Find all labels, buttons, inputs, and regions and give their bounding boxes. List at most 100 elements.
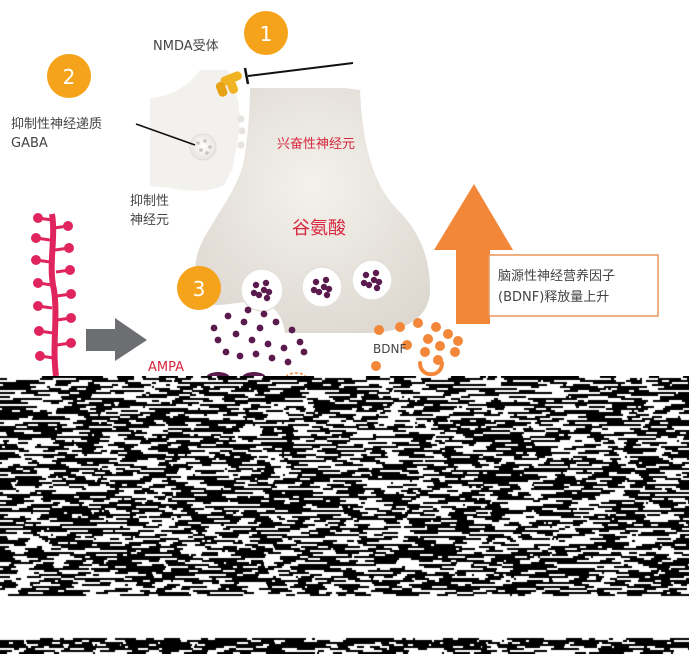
glutamate-label: 谷氨酸 [292, 218, 346, 239]
svg-text:1: 1 [260, 22, 273, 46]
bdnf-label: BDNF [373, 342, 406, 356]
glutamate-molecule [272, 318, 280, 326]
dendrite [31, 213, 76, 377]
bdnf-molecule [371, 361, 381, 371]
glutamate-molecule [280, 344, 288, 352]
nmda-receptor-icon [215, 71, 242, 97]
gaba-molecule [203, 139, 207, 143]
nmda-inhibition-bar [243, 67, 250, 85]
bdnf-up-arrow-icon [434, 184, 513, 324]
bdnf-molecule [450, 347, 460, 357]
gaba-vesicle [189, 133, 217, 161]
glutamate-molecule [284, 358, 292, 366]
nmda-receptor-label: NMDA受体 [153, 39, 219, 54]
noise-canvas [0, 376, 689, 654]
glutamate-molecule [300, 348, 308, 356]
glutamate-molecule [373, 284, 381, 292]
dendrite-spine-head [33, 301, 43, 311]
glutamate-molecule [323, 291, 331, 299]
glutamate-molecule [263, 294, 271, 302]
dendrite-spine-head [34, 326, 44, 336]
bdnf-molecule [413, 318, 423, 328]
glutamate-molecule [370, 276, 378, 284]
inhibitory-transmitter-label: 抑制性神经递质 [11, 117, 102, 132]
dendrite-spine-head [31, 255, 41, 265]
glutamate-molecule [362, 271, 370, 279]
dendrite-spine-head [66, 338, 76, 348]
released-glutamate [210, 306, 308, 366]
bdnf-molecule [431, 322, 441, 332]
bdnf-molecule [423, 334, 433, 344]
bdnf-callout-box [488, 254, 659, 317]
inhibitory-neuron-label: 抑制性 [130, 194, 169, 209]
glutamate-molecule [252, 281, 260, 289]
dendrite-spine-head [63, 221, 73, 231]
glutamate-molecule [248, 336, 256, 344]
glutamate-molecule [252, 350, 260, 358]
gaba-vesicle-dot [238, 127, 246, 135]
bdnf-molecule [453, 336, 463, 346]
dendrite-spine-head [64, 243, 74, 253]
glutamate-molecule [236, 352, 244, 360]
glutamate-molecule [265, 288, 273, 296]
bdnf-molecule [374, 325, 384, 335]
bdnf-box-line2: (BDNF)释放量上升 [498, 290, 609, 305]
nmda-inhibition-line [247, 62, 354, 77]
glutamate-molecule [325, 285, 333, 293]
dendrite-spine-head [35, 351, 45, 361]
glutamate-molecule [262, 279, 270, 287]
glutamate-molecule [260, 310, 268, 318]
gaba-molecule [208, 145, 212, 149]
dendrite-spine-head [66, 289, 76, 299]
glutamate-molecule [240, 318, 248, 326]
glutamate-molecule [224, 312, 232, 320]
svg-text:2: 2 [63, 65, 76, 89]
gaba-pointer-line [135, 123, 196, 146]
glutamate-molecule [255, 291, 263, 299]
dendrite-spine-head [66, 313, 76, 323]
svg-text:3: 3 [193, 277, 206, 301]
glutamate-molecule [372, 269, 380, 277]
glutamate-molecule [256, 324, 264, 332]
glutamate-molecule [264, 340, 272, 348]
glutamate-molecule [210, 324, 218, 332]
excitatory-neuron-label: 兴奋性神经元 [277, 137, 355, 152]
glutamate-molecule [365, 281, 373, 289]
marker-2: 2 [47, 54, 91, 98]
glutamate-molecule [310, 286, 318, 294]
dendrite-spine-head [33, 213, 43, 223]
dendrite-spine-head [31, 233, 41, 243]
bdnf-molecule [420, 347, 430, 357]
glutamate-molecule [214, 336, 222, 344]
glutamate-molecule [360, 279, 368, 287]
glutamate-molecule [222, 348, 230, 356]
gaba-vesicle-dot [237, 115, 245, 123]
corrupted-region [0, 376, 689, 654]
glutamate-molecule [296, 338, 304, 346]
glutamate-molecule [244, 306, 252, 314]
glutamate-molecule [320, 283, 328, 291]
bdnf-box-line1: 脑源性神经营养因子 [498, 268, 615, 284]
glutamate-molecule [322, 276, 330, 284]
dendrite-spine-head [65, 265, 75, 275]
marker-1: 1 [244, 11, 288, 55]
glutamate-molecule [288, 326, 296, 334]
bdnf-molecule [435, 341, 445, 351]
glutamate-molecule [315, 288, 323, 296]
gaba-molecule [199, 148, 203, 152]
glutamate-molecule [268, 354, 276, 362]
gaba-molecule [196, 141, 200, 145]
glutamate-molecule [312, 278, 320, 286]
gaba-vesicle-dot [237, 141, 245, 149]
ampa-label: AMPA [148, 360, 184, 375]
inhibitory-neuron [150, 70, 240, 191]
bdnf-receptor [418, 361, 444, 377]
bdnf-molecule [443, 329, 453, 339]
bdnf-molecule [395, 322, 405, 332]
glutamate-vesicle-molecules [250, 269, 383, 302]
bdnf-molecule [402, 340, 412, 350]
dendrite-spine-head [33, 278, 43, 288]
glutamate-molecule [250, 289, 258, 297]
